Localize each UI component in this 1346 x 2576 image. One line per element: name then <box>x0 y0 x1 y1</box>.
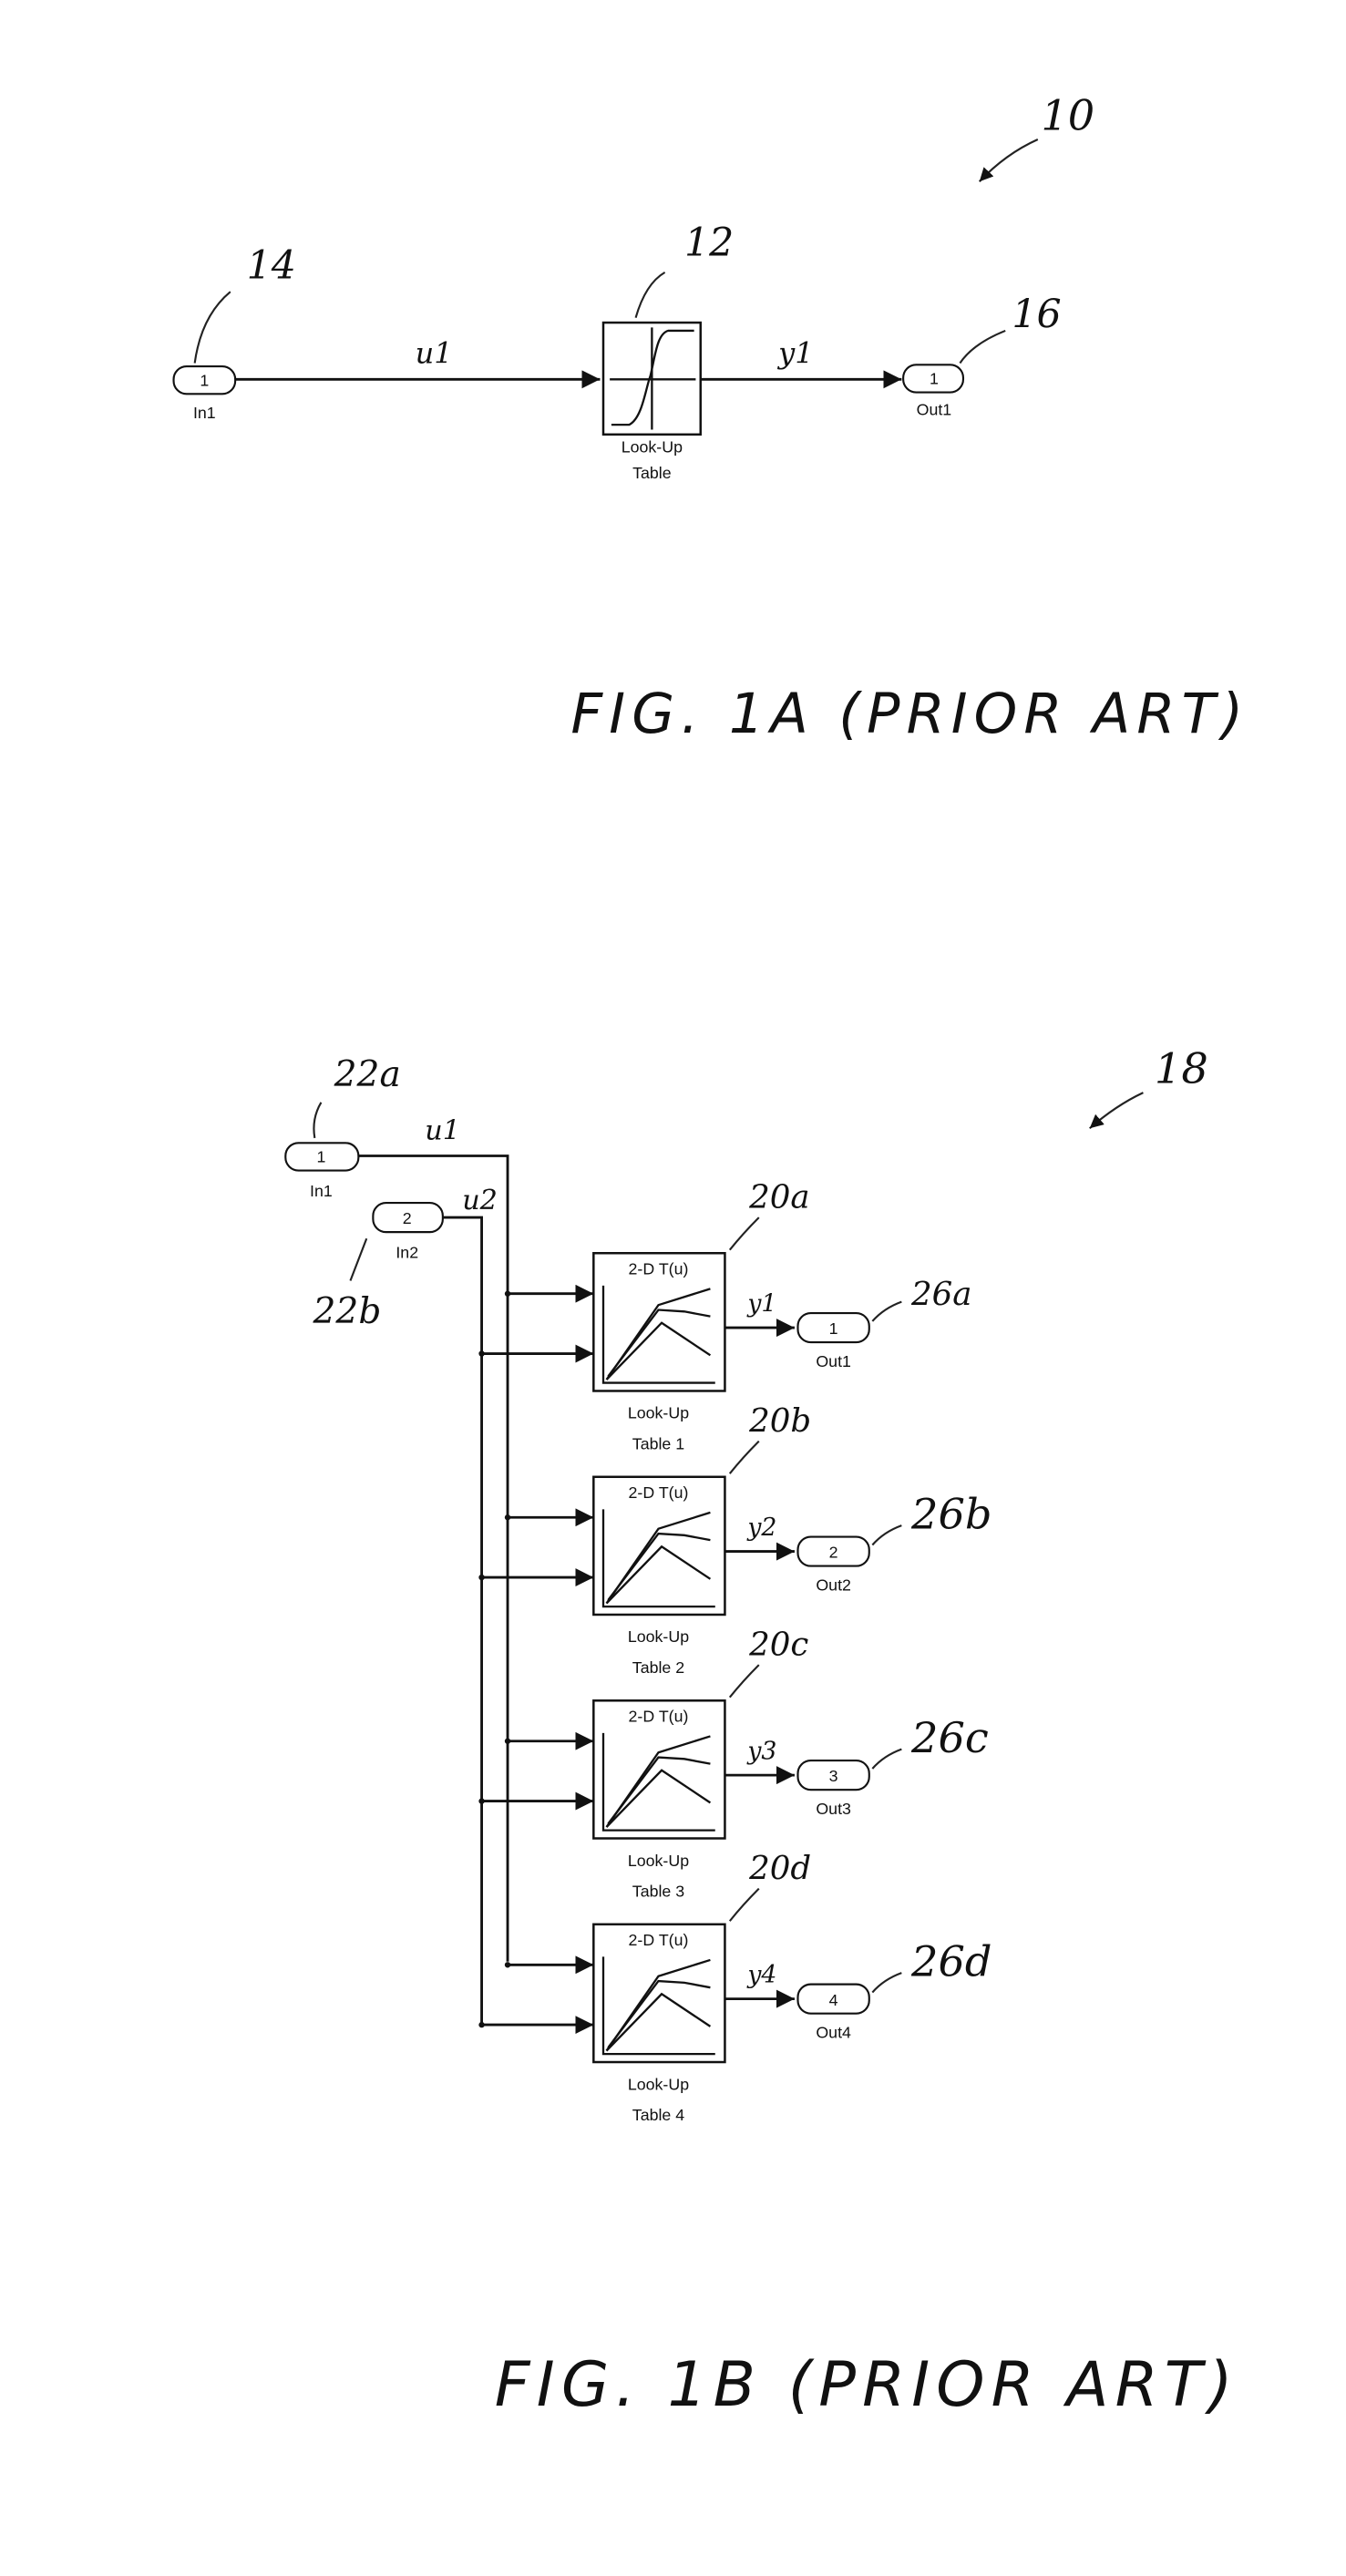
outport-name: Out3 <box>816 1800 851 1818</box>
leader-line <box>730 1217 759 1250</box>
block-title: 2-D T(u) <box>629 1931 689 1949</box>
figure-1b: 18 1 In1 22a u1 2 In2 22b u2 FIG. 1B (PR… <box>285 1043 1238 2420</box>
block-name: Table 4 <box>632 2106 684 2124</box>
leader-line <box>730 1442 759 1474</box>
block-name: Look-Up <box>628 1852 689 1870</box>
inport-name: In1 <box>193 404 216 422</box>
lookup-table-2d-2: 2-D T(u) Look-UpTable 2 20b y2 2Out2 26b <box>478 1402 992 1677</box>
block-name: Look-Up <box>628 1404 689 1422</box>
outport-number: 4 <box>829 1991 838 2009</box>
inport-ref: 22a <box>334 1054 401 1095</box>
signal-bus-u1[interactable] <box>358 1156 508 1962</box>
outport-name: Out2 <box>816 1575 851 1594</box>
inport-name: In1 <box>310 1182 333 1200</box>
signal-label: y1 <box>776 336 813 371</box>
inport-name: In2 <box>396 1244 418 1262</box>
signal-label: u2 <box>462 1185 498 1216</box>
figure-ref-number: 18 <box>1155 1043 1208 1093</box>
leader-line <box>872 1302 901 1321</box>
inport-number: 1 <box>200 371 209 389</box>
figure-1a: 10 1 In1 14 u1 Look-Up Table 12 y1 1 Out… <box>174 90 1250 746</box>
block-name: Table 2 <box>632 1658 684 1677</box>
figure-ref-number: 10 <box>1041 90 1094 139</box>
block-name: Look-Up <box>628 2075 689 2093</box>
block-name: Table 1 <box>632 1435 684 1453</box>
leader-line <box>872 1973 901 1992</box>
ref-arrow <box>980 139 1038 181</box>
outport-ref: 16 <box>1012 292 1061 337</box>
branch-point <box>505 1739 510 1744</box>
signal-bus-u2[interactable] <box>443 1217 482 2023</box>
inport-ref: 22b <box>313 1291 382 1332</box>
signal-label: y1 <box>746 1289 776 1318</box>
outport-number: 1 <box>829 1319 838 1338</box>
signal-label: y3 <box>746 1737 776 1765</box>
signal-label: u1 <box>416 336 453 371</box>
block-name: Look-Up <box>628 1627 689 1646</box>
leader-line <box>730 1665 759 1698</box>
branch-point <box>478 1798 484 1803</box>
leader-line <box>636 272 665 318</box>
block-ref: 20d <box>748 1850 811 1887</box>
lookup-table-2d-4: 2-D T(u) Look-UpTable 4 20d y4 4Out4 26d <box>478 1850 992 2124</box>
block-name: Look-Up <box>622 437 683 456</box>
block-name: Table 3 <box>632 1883 684 1901</box>
block-title: 2-D T(u) <box>629 1259 689 1278</box>
leader-line <box>730 1889 759 1922</box>
outport-number: 3 <box>829 1767 838 1785</box>
block-name: Table <box>632 464 672 482</box>
branch-point <box>478 1575 484 1580</box>
block-title: 2-D T(u) <box>629 1483 689 1502</box>
outport-name: Out4 <box>816 2023 851 2041</box>
leader-line <box>872 1750 901 1769</box>
block-ref: 12 <box>684 221 734 266</box>
branch-point <box>505 1514 510 1520</box>
inport-number: 2 <box>403 1209 412 1227</box>
lookup-table-2d-3: 2-D T(u) Look-UpTable 3 20c y3 3Out3 26c <box>478 1626 989 1900</box>
block-title: 2-D T(u) <box>629 1707 689 1725</box>
leader-line <box>195 292 231 363</box>
leader-line <box>350 1238 366 1280</box>
outport-name: Out1 <box>816 1352 851 1370</box>
branch-point <box>505 1291 510 1297</box>
branch-point <box>478 1350 484 1356</box>
outport-ref: 26c <box>910 1713 989 1762</box>
signal-label: y4 <box>746 1961 776 1989</box>
figure-caption: FIG. 1B (PRIOR ART) <box>495 2348 1239 2420</box>
outport-number: 1 <box>930 370 939 388</box>
ref-arrow <box>1090 1093 1144 1128</box>
outport-name: Out1 <box>917 400 952 418</box>
figure-caption: FIG. 1A (PRIOR ART) <box>570 682 1249 746</box>
block-ref: 20a <box>748 1178 809 1216</box>
inport-ref: 14 <box>247 243 296 289</box>
outport-ref: 26a <box>910 1276 971 1313</box>
block-ref: 20c <box>748 1626 808 1663</box>
leader-line <box>872 1525 901 1545</box>
outport-ref: 26b <box>910 1490 992 1539</box>
block-ref: 20b <box>748 1402 811 1440</box>
signal-label: y2 <box>746 1514 776 1542</box>
outport-ref: 26d <box>910 1937 992 1986</box>
outport-number: 2 <box>829 1544 838 1562</box>
leader-line <box>313 1103 321 1138</box>
lookup-table-2d-1: 2-D T(u) Look-UpTable 1 20a y1 1Out1 26a <box>478 1178 971 1452</box>
inport-number: 1 <box>316 1148 325 1166</box>
leader-line <box>960 331 1005 364</box>
branch-point <box>505 1962 510 1967</box>
branch-point <box>478 2022 484 2027</box>
signal-label: u1 <box>425 1115 460 1147</box>
